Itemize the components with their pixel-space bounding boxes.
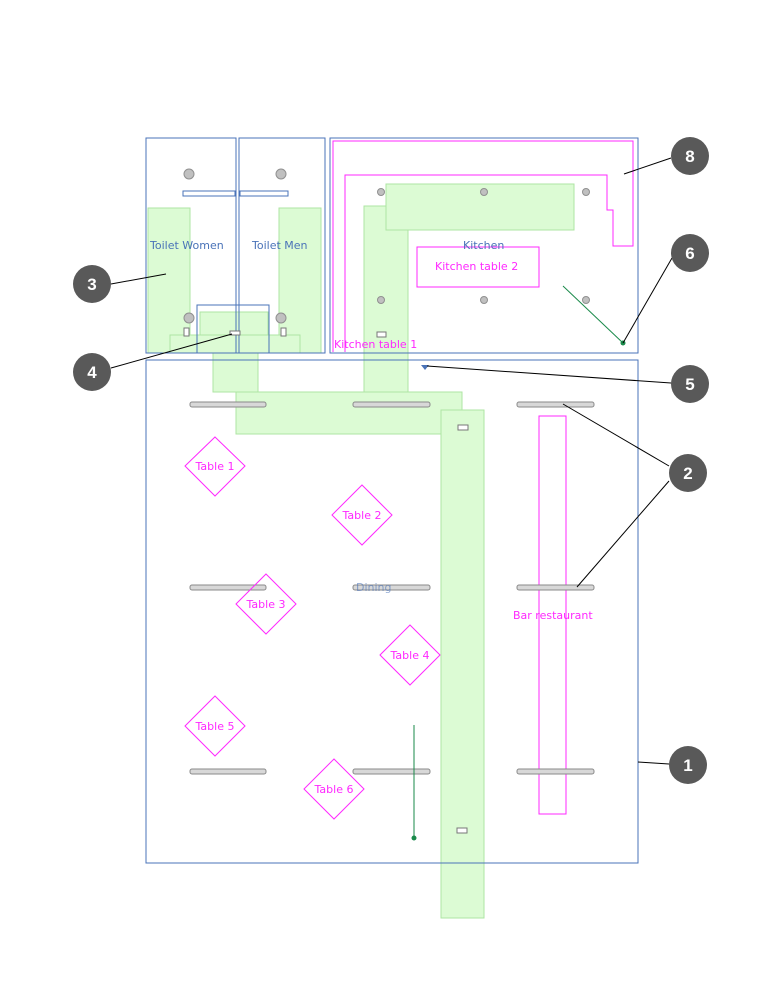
beams xyxy=(189,401,595,775)
table-label: Table 6 xyxy=(314,783,354,796)
zone-label-kitchen-table-2: Kitchen table 2 xyxy=(435,260,518,273)
table-label: Table 2 xyxy=(342,509,382,522)
leader-lines xyxy=(110,157,673,765)
sensors xyxy=(411,285,626,841)
room-label-toilet-women: Toilet Women xyxy=(149,239,224,252)
table-label: Table 1 xyxy=(195,460,235,473)
callout-1: 1 xyxy=(669,746,707,784)
table-1-zone xyxy=(184,436,246,497)
columns xyxy=(183,168,590,324)
table-label: Table 3 xyxy=(246,598,286,611)
walls xyxy=(145,137,639,864)
table-zones xyxy=(184,436,441,820)
table-5-zone xyxy=(184,695,246,757)
zone-label-kitchen-table-1: Kitchen table 1 xyxy=(334,338,417,351)
table-label: Table 5 xyxy=(195,720,235,733)
table-3-zone xyxy=(235,573,297,635)
svg-text:5: 5 xyxy=(685,375,694,394)
table-4-zone xyxy=(379,624,441,686)
callout-8: 8 xyxy=(671,137,709,175)
table-2-zone xyxy=(331,484,393,546)
svg-text:4: 4 xyxy=(87,363,97,382)
svg-text:3: 3 xyxy=(87,275,96,294)
table-6-zone xyxy=(303,758,365,820)
callout-5: 5 xyxy=(671,365,709,403)
zone-label-bar: Bar restaurant xyxy=(513,609,593,622)
svg-text:6: 6 xyxy=(685,244,694,263)
svg-text:2: 2 xyxy=(683,464,692,483)
table-label: Table 4 xyxy=(390,649,430,662)
callout-6: 6 xyxy=(671,234,709,272)
walkway xyxy=(147,183,575,919)
room-label-dining: Dining xyxy=(356,581,392,594)
devices xyxy=(183,327,469,834)
room-label-toilet-men: Toilet Men xyxy=(251,239,308,252)
svg-text:8: 8 xyxy=(685,147,694,166)
callout-3: 3 xyxy=(73,265,111,303)
kitchen-zone xyxy=(332,140,634,815)
room-label-kitchen: Kitchen xyxy=(463,239,504,252)
svg-text:1: 1 xyxy=(683,756,692,775)
callout-4: 4 xyxy=(73,353,111,391)
callout-2: 2 xyxy=(669,454,707,492)
